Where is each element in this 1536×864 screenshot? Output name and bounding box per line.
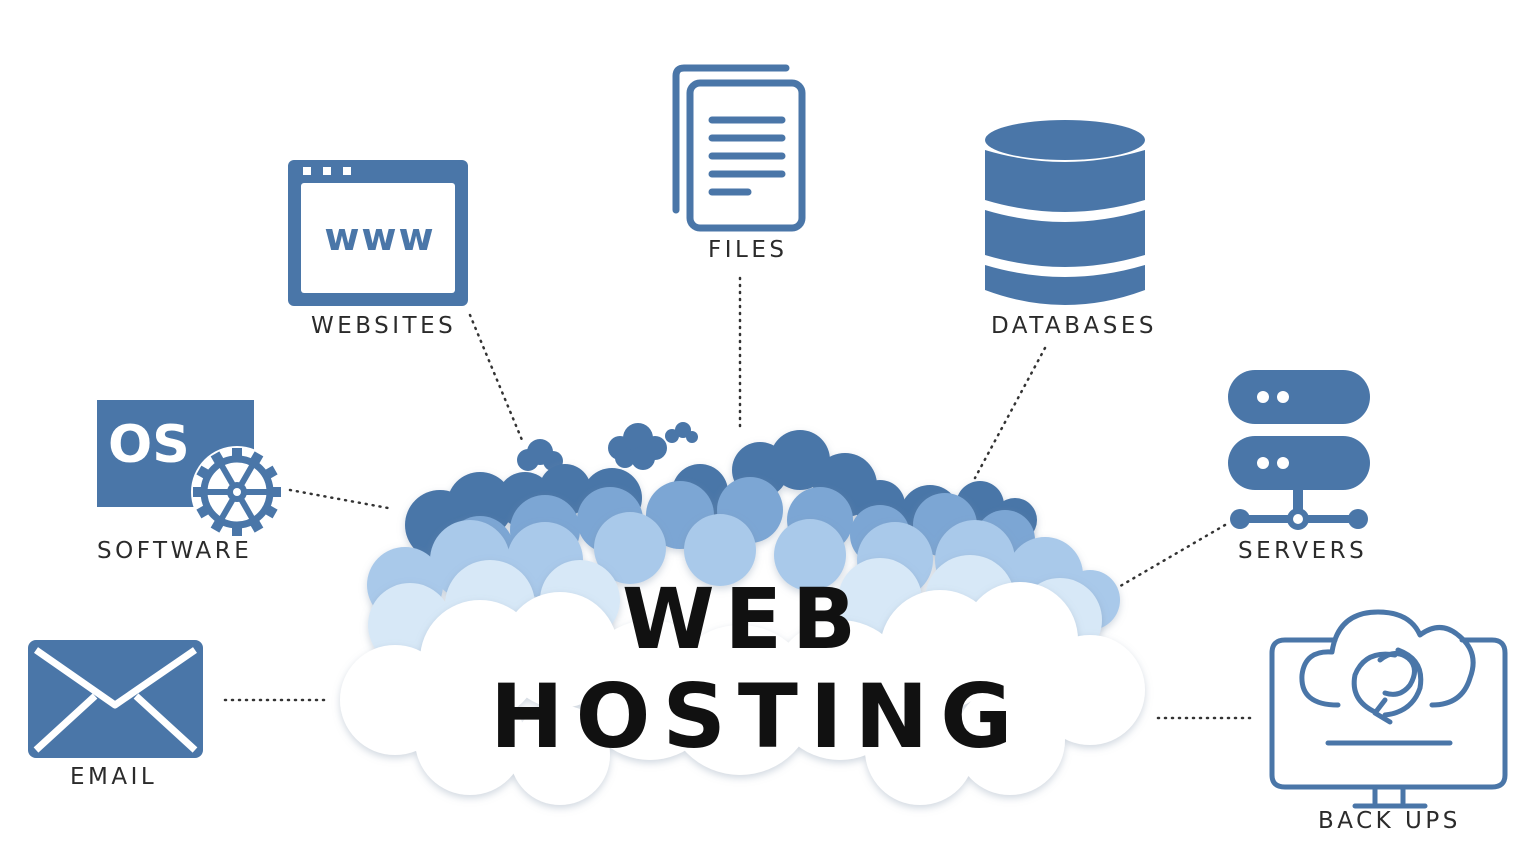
server-stack-icon	[1228, 370, 1370, 530]
database-icon	[985, 120, 1145, 305]
files-label: FILES	[708, 237, 788, 263]
servers-label: SERVERS	[1238, 538, 1368, 564]
websites-label: WEBSITES	[311, 313, 457, 339]
databases-label: DATABASES	[991, 313, 1157, 339]
document-files-icon	[672, 64, 806, 232]
connector-websites	[468, 313, 524, 442]
envelope-icon	[28, 640, 203, 758]
title-hosting: HOSTING	[490, 665, 1025, 768]
software-label: SOFTWARE	[97, 538, 253, 564]
connector-servers	[1108, 523, 1227, 594]
cloud-icon	[340, 422, 1145, 805]
www-text: www	[324, 215, 435, 259]
email-label: EMAIL	[70, 764, 158, 790]
connector-lines	[223, 276, 1257, 720]
browser-www-icon: www	[288, 160, 468, 306]
backups-label: BACK UPS	[1318, 808, 1461, 834]
os-text: OS	[108, 415, 190, 475]
cloud-backup-monitor-icon	[1269, 609, 1508, 809]
connector-software	[288, 488, 390, 510]
os-gear-icon: OS	[97, 400, 283, 538]
title-web: WEB	[622, 570, 867, 668]
connector-databases	[973, 346, 1047, 480]
